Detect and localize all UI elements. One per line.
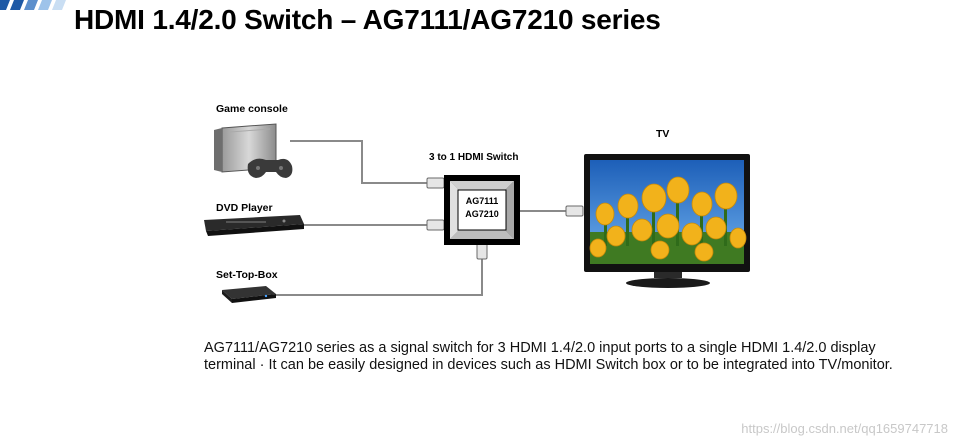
cables — [276, 140, 568, 296]
tulip-field — [589, 176, 747, 264]
set-top-box-icon — [222, 286, 276, 303]
label-dvd-player: DVD Player — [216, 202, 273, 214]
page-title: HDMI 1.4/2.0 Switch – AG7111/AG7210 seri… — [74, 4, 661, 35]
cable-set-top-box — [276, 258, 483, 296]
connector-out — [565, 205, 584, 217]
game-console-icon — [214, 123, 293, 178]
connector-in-2 — [426, 219, 445, 231]
hdmi-connectors — [426, 177, 584, 260]
accent-stripes — [0, 0, 66, 10]
switch-chip-line2: AG7210 — [465, 209, 499, 219]
tv-icon — [584, 154, 750, 288]
dvd-player-icon — [204, 215, 304, 236]
connector-in-3 — [476, 242, 488, 260]
hdmi-switch-box: AG7111 AG7210 — [444, 175, 520, 245]
cable-game-console — [290, 140, 428, 184]
switch-chip-line1: AG7111 — [466, 196, 499, 206]
label-set-top-box: Set-Top-Box — [216, 269, 278, 281]
watermark-url: https://blog.csdn.net/qq1659747718 — [741, 421, 948, 436]
label-tv: TV — [656, 128, 669, 140]
label-switch-heading: 3 to 1 HDMI Switch — [429, 152, 518, 163]
caption-text: AG7111/AG7210 series as a signal switch … — [204, 340, 893, 373]
label-game-console: Game console — [216, 103, 288, 115]
connector-in-1 — [426, 177, 445, 189]
